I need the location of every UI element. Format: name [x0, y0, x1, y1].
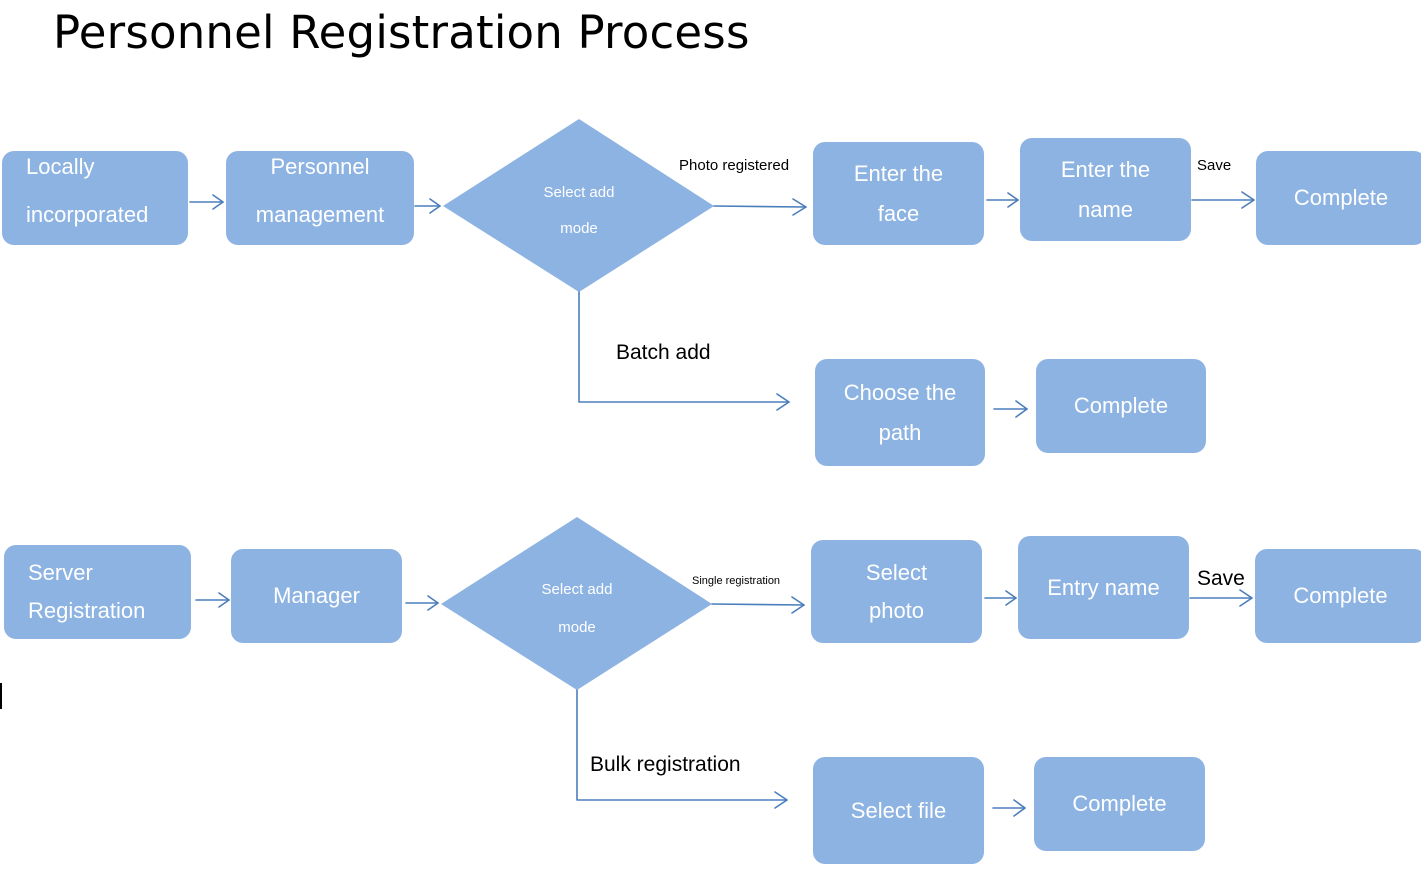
- arrow-enter-face-to-enter-name: [986, 192, 1019, 208]
- node-locally-incorporated: Locally incorporated: [2, 151, 188, 245]
- node-line: Complete: [1293, 185, 1389, 210]
- node-enter-the-name: Enter the name: [1020, 138, 1191, 241]
- arrow-manager-to-decision: [405, 595, 439, 611]
- node-complete: Complete: [1255, 549, 1421, 643]
- text-cursor: [0, 683, 2, 709]
- node-line: Locally: [26, 154, 95, 179]
- node-line: Choose the: [843, 379, 957, 405]
- node-line: incorporated: [26, 202, 149, 227]
- node-complete: Complete: [1036, 359, 1206, 453]
- edge-label-photo-registered: Photo registered: [679, 157, 790, 174]
- arrow-decision-to-enter-face: [713, 198, 807, 216]
- node-line: Enter the: [1060, 156, 1151, 182]
- edge-label-bulk-registration: Bulk registration: [590, 753, 741, 776]
- decision-line: mode: [558, 619, 596, 636]
- node-line: Registration: [28, 598, 146, 623]
- node-line: Complete: [1072, 791, 1167, 816]
- node-enter-the-face: Enter the face: [813, 142, 984, 245]
- node-select-file: Select file: [813, 757, 984, 864]
- arrow-choose-path-to-complete: [993, 400, 1028, 418]
- edge-label-save: Save: [1197, 567, 1245, 590]
- decision-diamond-server: [441, 517, 712, 690]
- decision-text-local: Select add mode: [499, 175, 659, 247]
- arrow-personnel-to-decision: [414, 198, 441, 214]
- arrow-select-file-to-complete: [992, 799, 1026, 817]
- node-line: photo: [868, 597, 925, 623]
- node-server-registration: Server Registration: [4, 545, 191, 639]
- arrow-entry-name-to-complete: [1189, 589, 1253, 607]
- node-line: face: [877, 200, 920, 226]
- decision-line: Select add: [541, 581, 613, 598]
- node-line: Manager: [273, 583, 360, 608]
- edge-label-batch-add: Batch add: [616, 341, 711, 364]
- node-line: Select file: [850, 797, 947, 823]
- node-choose-the-path: Choose the path: [815, 359, 985, 466]
- decision-text-server: Select add mode: [497, 571, 657, 647]
- decision-line: Select add: [543, 184, 615, 201]
- node-line: management: [255, 202, 385, 227]
- node-select-photo: Select photo: [811, 540, 982, 643]
- node-line: Complete: [1073, 393, 1169, 418]
- node-line: Personnel: [270, 154, 370, 179]
- node-line: name: [1077, 196, 1134, 222]
- node-line: Enter the: [853, 160, 944, 186]
- arrow-server-to-manager: [195, 592, 230, 608]
- decision-line: mode: [560, 220, 598, 237]
- node-entry-name: Entry name: [1018, 536, 1189, 639]
- edge-label-single-registration: Single registration: [692, 575, 781, 587]
- arrow-decision-to-select-photo: [711, 596, 805, 614]
- node-complete: Complete: [1034, 757, 1205, 851]
- arrow-decision-to-choose-path: [578, 291, 790, 411]
- arrow-locally-to-personnel: [189, 194, 224, 210]
- node-complete: Complete: [1256, 151, 1421, 245]
- arrow-select-photo-to-entry-name: [984, 590, 1017, 606]
- decision-diamond-local: [443, 119, 714, 292]
- edge-label-save: Save: [1197, 157, 1232, 174]
- arrow-enter-name-to-complete: [1191, 191, 1255, 209]
- node-line: path: [878, 419, 922, 445]
- node-manager: Manager: [231, 549, 402, 643]
- node-personnel-management: Personnel management: [226, 151, 414, 245]
- node-line: Complete: [1293, 583, 1388, 608]
- node-line: Entry name: [1047, 574, 1160, 600]
- page-title: Personnel Registration Process: [53, 6, 750, 59]
- node-line: Select: [865, 559, 928, 585]
- arrow-decision-to-select-file: [576, 689, 788, 809]
- node-line: Server: [28, 560, 93, 585]
